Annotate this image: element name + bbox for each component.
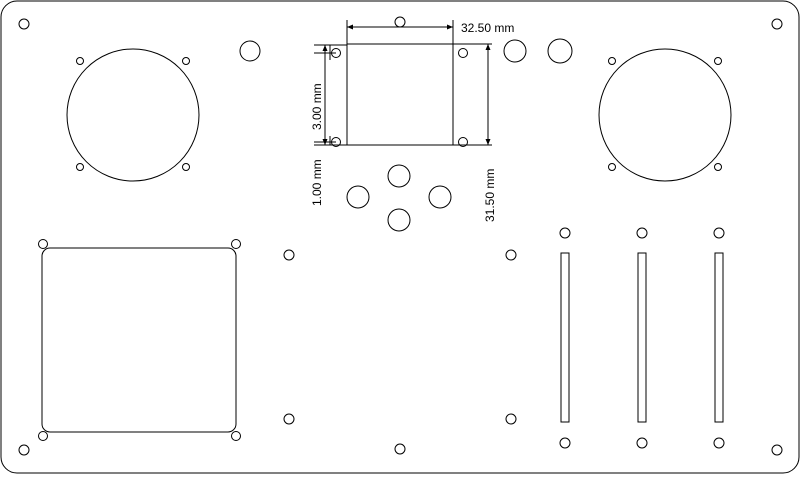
corner-hole-top-left — [18, 18, 30, 30]
center-top-hole — [394, 16, 406, 28]
left-fan-cutout — [66, 48, 200, 182]
spacing-arrow-bottom — [322, 139, 328, 145]
slider-1-top-hole — [559, 227, 571, 239]
display-window-cutout — [346, 43, 454, 146]
right-fan-screw-tl — [608, 57, 616, 65]
slider-slot-3 — [714, 252, 724, 423]
corner-hole-bottom-left — [18, 444, 30, 456]
right-fan-screw-br — [714, 163, 722, 171]
button-hole-right — [428, 185, 452, 209]
top-left-large-hole — [239, 40, 261, 62]
right-fan-screw-tr — [714, 57, 722, 65]
middle-hole-tr — [505, 249, 517, 261]
height-arrow-bottom — [485, 139, 491, 145]
right-fan-cutout — [598, 48, 732, 182]
top-right-large-hole-2 — [547, 38, 573, 64]
vertical-spacing-label: 3.00 mm — [310, 83, 324, 130]
width-dimension-label: 32.50 mm — [461, 21, 514, 35]
left-fan-screw-bl — [76, 163, 84, 171]
height-arrow-top — [485, 44, 491, 50]
slider-slot-2 — [637, 252, 647, 423]
display-screw-tr — [458, 48, 468, 58]
left-fan-screw-tl — [76, 57, 84, 65]
corner-hole-bottom-right — [771, 444, 783, 456]
right-fan-screw-bl — [608, 163, 616, 171]
slider-3-top-hole — [713, 227, 725, 239]
button-hole-down — [387, 208, 411, 232]
square-screw-tl — [38, 239, 48, 249]
display-screw-br — [458, 137, 468, 147]
small-offset-label: 1.00 mm — [310, 159, 324, 206]
square-screw-tr — [231, 239, 241, 249]
height-dimension-label: 31.50 mm — [483, 169, 497, 222]
slider-2-bottom-hole — [636, 437, 648, 449]
left-fan-screw-br — [182, 163, 190, 171]
slider-1-bottom-hole — [559, 437, 571, 449]
width-arrow-left — [347, 24, 353, 30]
square-screw-bl — [38, 431, 48, 441]
large-square-cutout — [41, 247, 237, 433]
slider-slot-1 — [560, 252, 570, 423]
top-right-large-hole-1 — [503, 39, 527, 63]
spacing-arrow-top — [322, 45, 328, 51]
slider-3-bottom-hole — [713, 437, 725, 449]
left-fan-screw-tr — [182, 57, 190, 65]
width-arrow-right — [447, 24, 453, 30]
center-bottom-hole — [394, 443, 406, 455]
slider-2-top-hole — [636, 227, 648, 239]
button-hole-left — [346, 185, 370, 209]
square-screw-br — [231, 431, 241, 441]
middle-hole-tl — [283, 249, 295, 261]
middle-hole-bl — [283, 413, 295, 425]
corner-hole-top-right — [771, 18, 783, 30]
middle-hole-br — [505, 413, 517, 425]
button-hole-up — [387, 164, 411, 188]
